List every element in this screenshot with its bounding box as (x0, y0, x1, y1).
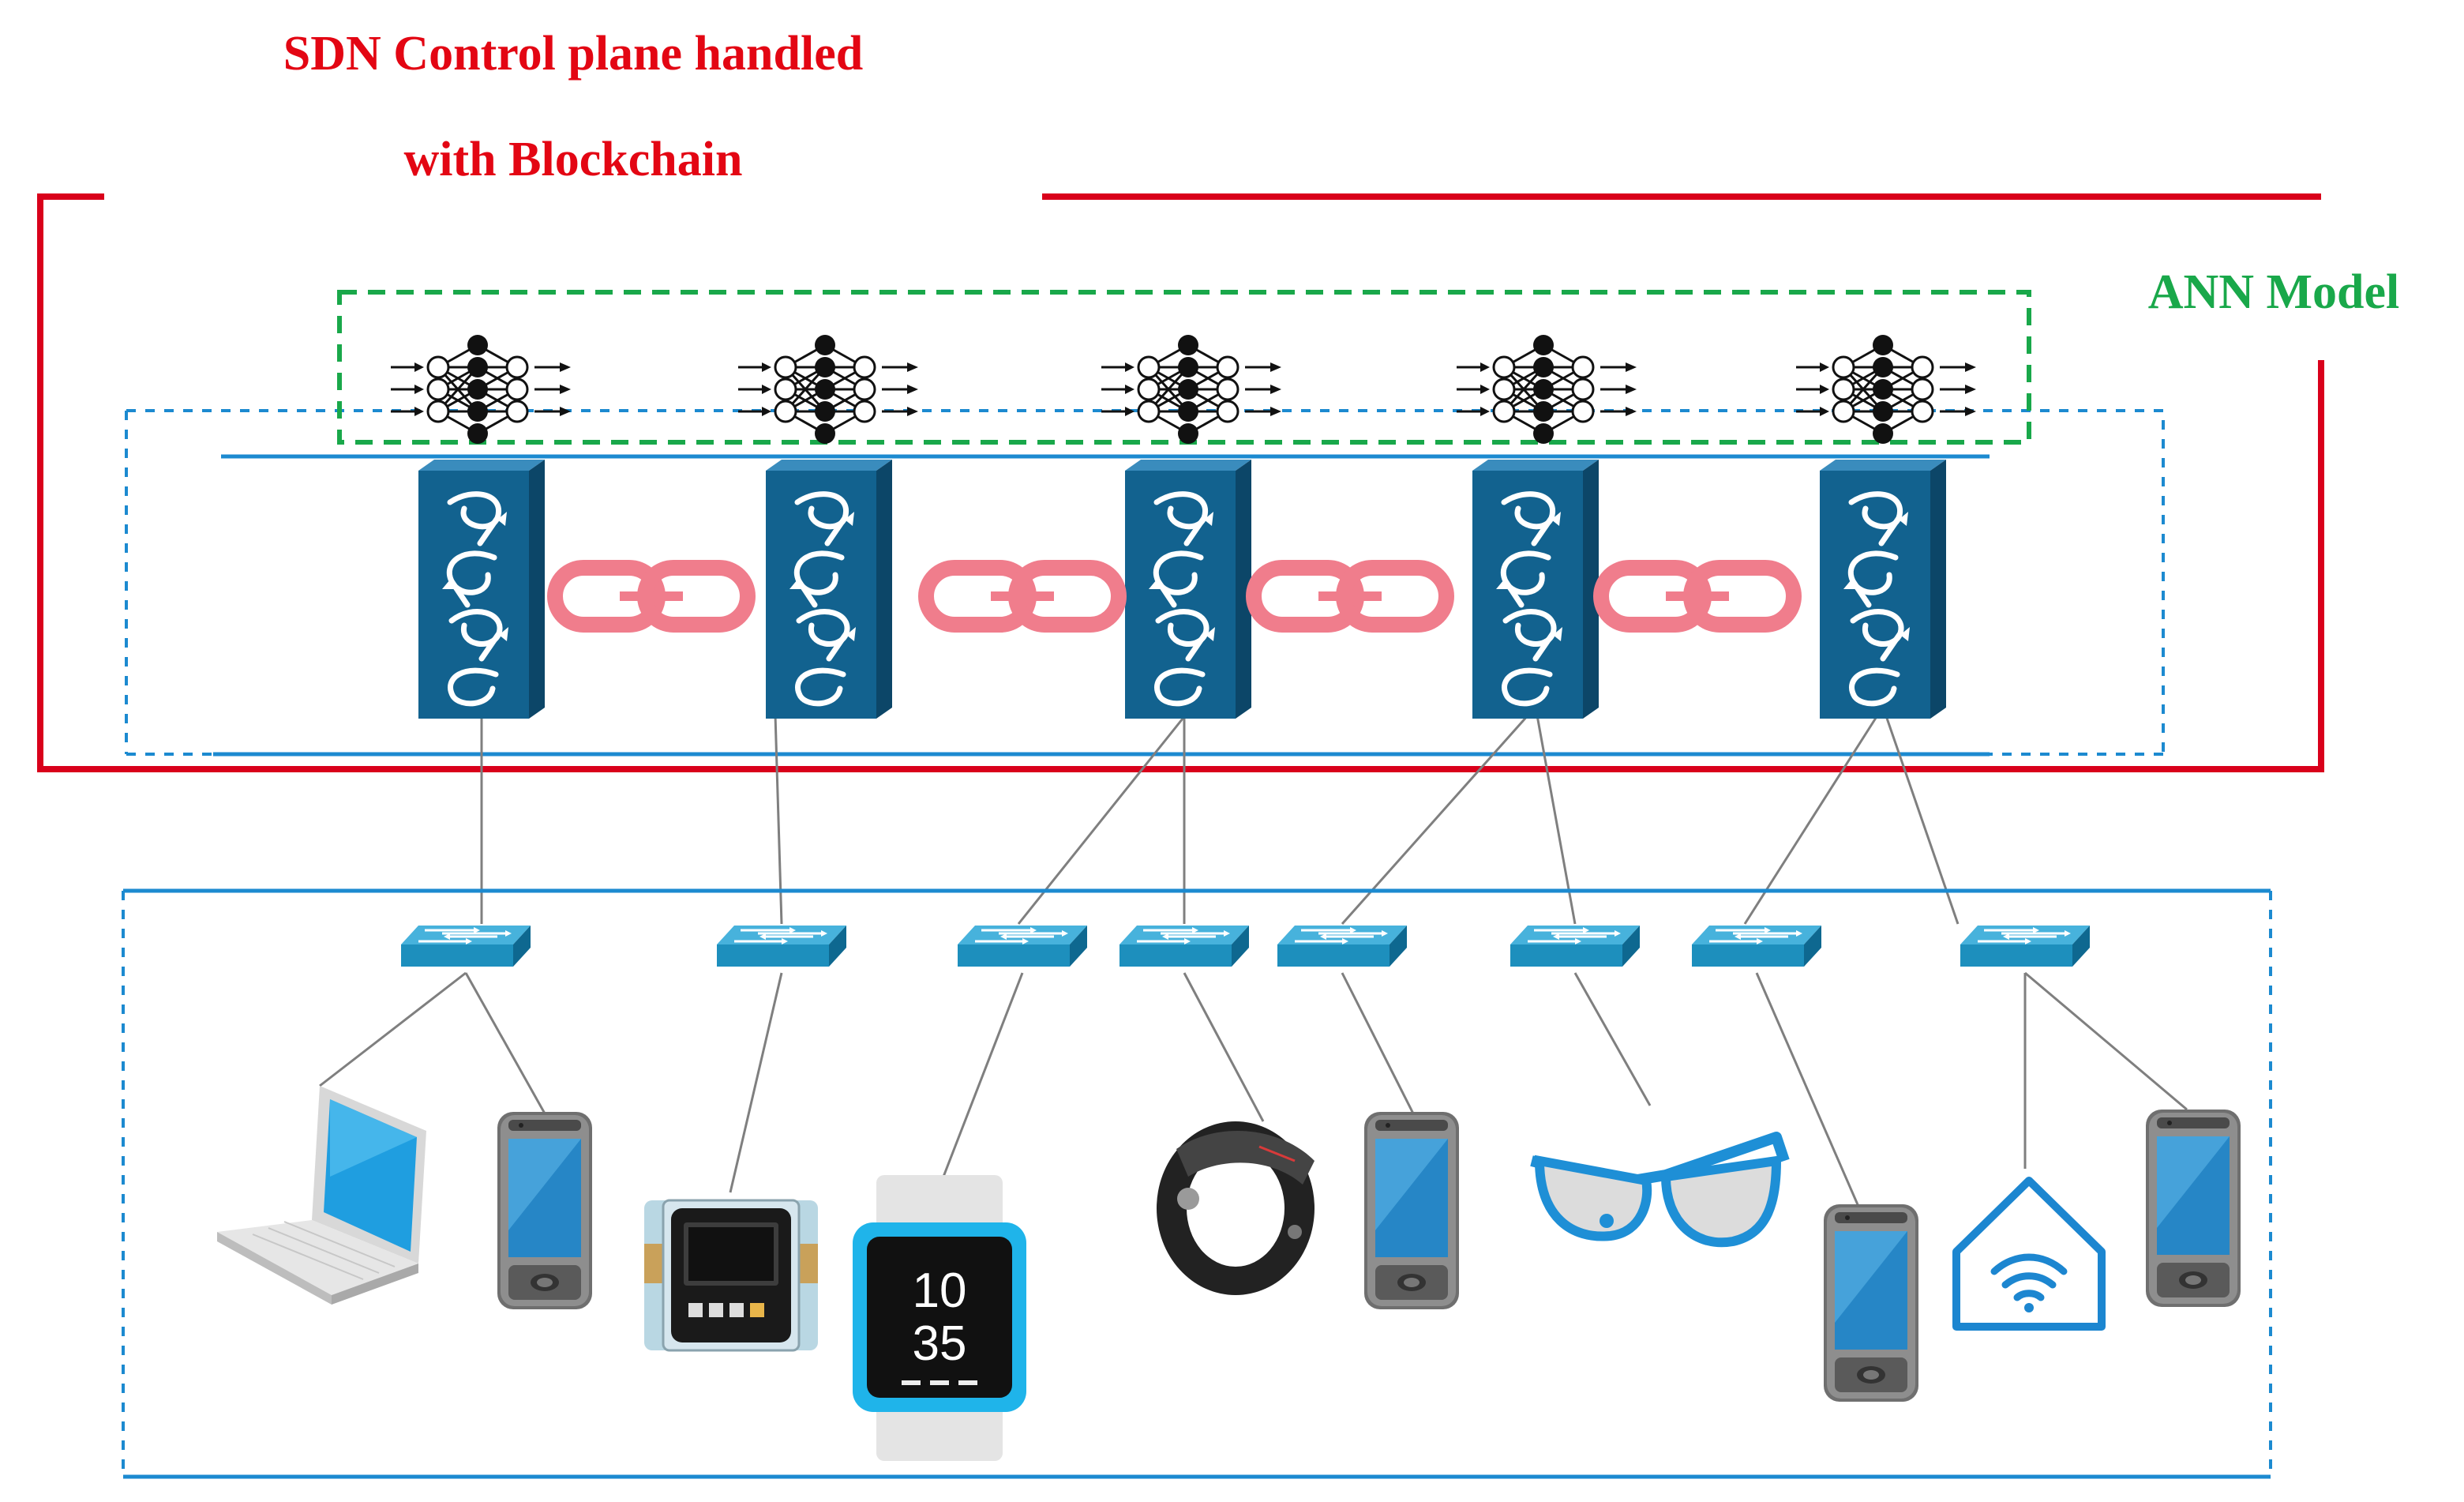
diagram-title-line-2: with Blockchain (404, 133, 743, 186)
neural-net-icon (737, 333, 920, 445)
smart-meter-icon (644, 1199, 818, 1352)
smart-glasses-icon (1530, 1132, 1790, 1248)
smartphone-icon (1824, 1204, 1918, 1402)
laptop-icon (217, 1086, 426, 1305)
network-switch-icon (399, 924, 532, 968)
network-switch-icon (956, 924, 1089, 968)
neural-net-icon (1455, 333, 1638, 445)
fitness-band-icon (1157, 1121, 1315, 1295)
chain-link-icon (1601, 568, 1794, 625)
neural-net-icon (1100, 333, 1283, 445)
blockchain-layer-border (125, 409, 2165, 756)
chain-link-icon (926, 568, 1119, 625)
smartphone-icon (2146, 1110, 2241, 1307)
blockchain-controller (1125, 460, 1251, 719)
smartphone-icon (497, 1112, 592, 1309)
smartwatch-icon: 10 35 (853, 1175, 1026, 1461)
blockchain-controller (418, 460, 545, 719)
chain-link-icon (555, 568, 748, 625)
switch-device-links (319, 971, 2188, 1209)
control-plane-border (37, 193, 2324, 772)
network-switch-icon (1959, 924, 2091, 968)
blockchain-controller (1820, 460, 1946, 719)
network-switch-icon (1118, 924, 1251, 968)
controller-switch-links (480, 704, 1960, 925)
network-switch-icon (715, 924, 848, 968)
data-plane-border (122, 891, 2272, 1477)
chain-link-icon (1254, 568, 1446, 625)
smartphone-icon (1364, 1112, 1459, 1309)
diagram-title-line-1: SDN Control plane handled (283, 27, 863, 81)
watch-hour: 10 (913, 1264, 967, 1318)
ann-model-label: ANN Model (2148, 265, 2400, 319)
watch-minute: 35 (913, 1316, 967, 1371)
network-switch-icon (1690, 924, 1823, 968)
neural-net-icon (1795, 333, 1978, 445)
blockchain-controller (1472, 460, 1599, 719)
network-switch-icon (1509, 924, 1641, 968)
blockchain-controller (766, 460, 892, 719)
network-switch-icon (1276, 924, 1408, 968)
smart-home-icon (1952, 1177, 2106, 1331)
neural-net-icon (389, 333, 572, 445)
